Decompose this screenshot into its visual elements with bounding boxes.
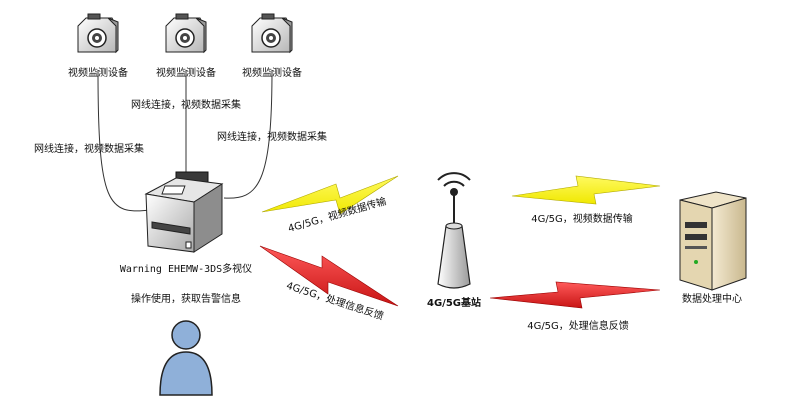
camera-1-label: 视频监测设备	[68, 66, 128, 79]
camera-2-label: 视频监测设备	[156, 66, 216, 79]
device-label: Warning EHEMW-3DS多视仪	[120, 262, 252, 275]
bolt-station-to-center-up	[511, 175, 661, 205]
cable-lines	[97, 69, 273, 212]
camera-3-label: 视频监测设备	[242, 66, 302, 79]
operator-action-label: 操作使用，获取告警信息	[131, 292, 241, 305]
link-right-label: 网线连接，视频数据采集	[217, 130, 327, 143]
bolt-station-to-center-up-label: 4G/5G，视频数据传输	[531, 212, 633, 225]
data-center-server-icon	[679, 191, 747, 291]
camera-3	[251, 13, 293, 54]
data-center-label: 数据处理中心	[682, 292, 742, 305]
bolt-center-to-station-down-label: 4G/5G，处理信息反馈	[527, 319, 629, 332]
cable-right	[223, 69, 273, 199]
camera-1	[77, 13, 119, 54]
camera-2	[165, 13, 207, 54]
bolt-station-to-device-down-label: 4G/5G，处理信息反馈	[285, 279, 386, 323]
base-station-label: 4G/5G基站	[427, 296, 481, 309]
bolt-center-to-station-down	[489, 281, 661, 309]
link-middle-label: 网线连接，视频数据采集	[131, 98, 241, 111]
link-left-label: 网线连接，视频数据采集	[34, 142, 144, 155]
operator-person-icon	[159, 320, 213, 396]
cable-left	[97, 69, 151, 212]
base-station-tower-icon	[437, 172, 471, 289]
bolt-device-to-station-up	[261, 175, 399, 215]
bolt-station-to-device-down	[259, 245, 399, 307]
multiview-device-icon	[144, 171, 224, 253]
